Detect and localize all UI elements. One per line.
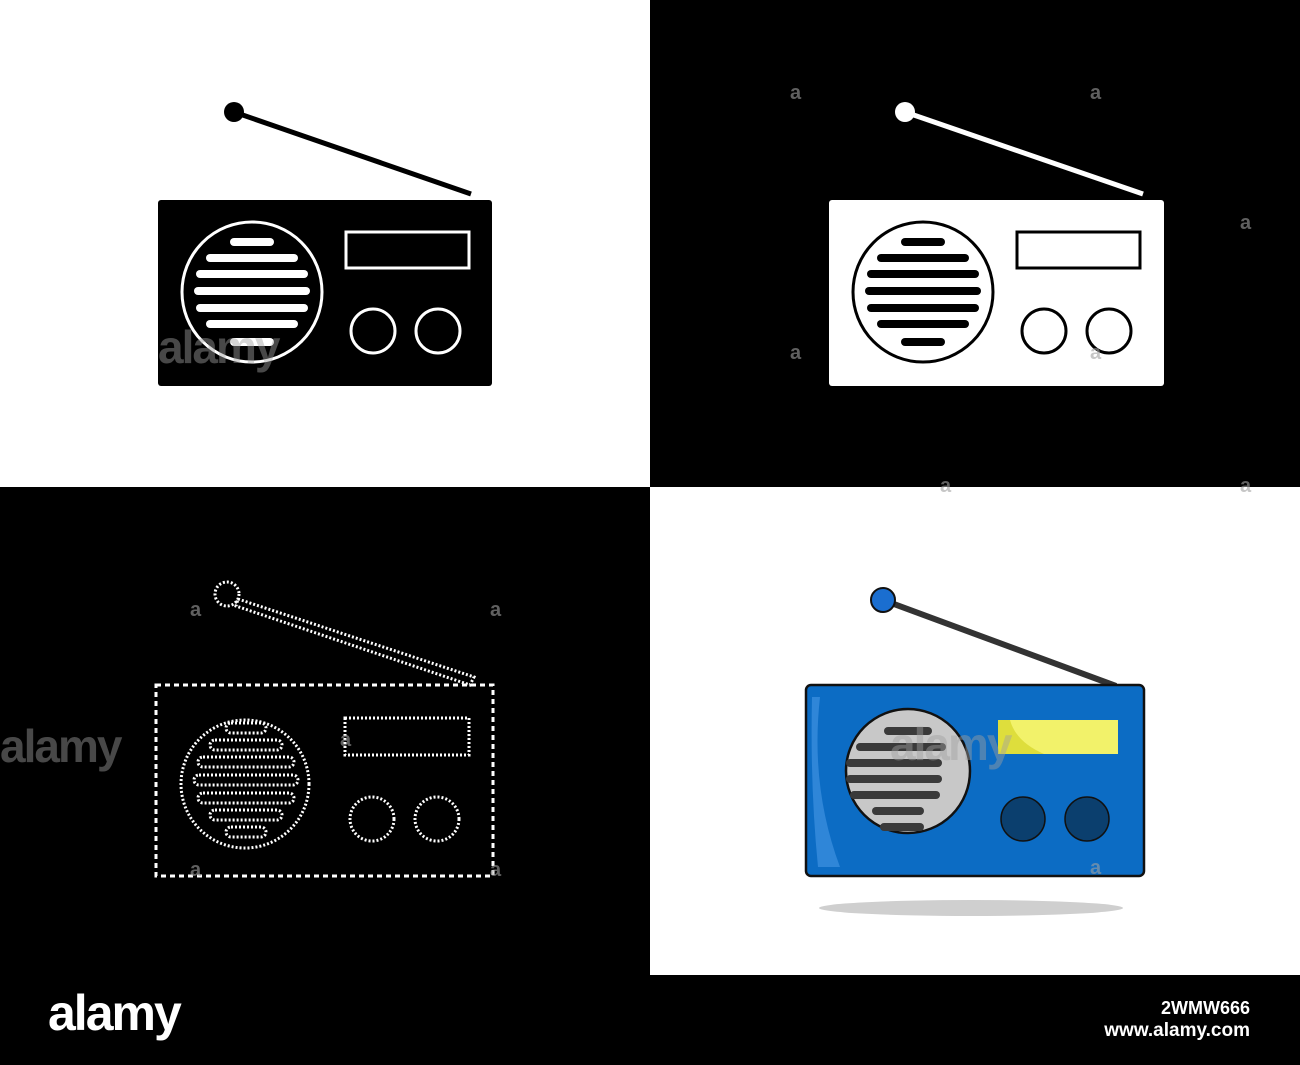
watermark-letter: a bbox=[1090, 857, 1102, 879]
radio-icon bbox=[829, 102, 1164, 386]
watermark-letter: a bbox=[190, 859, 202, 881]
antenna-tip bbox=[213, 580, 241, 608]
knob-left bbox=[1000, 796, 1046, 842]
watermark-letter: a bbox=[790, 342, 802, 364]
speaker-ring bbox=[179, 718, 311, 850]
radio-icon bbox=[158, 102, 492, 386]
watermark-letter: a bbox=[1240, 475, 1252, 497]
speaker-grille bbox=[194, 238, 310, 346]
watermark-letter: a bbox=[1090, 342, 1102, 364]
footer-bar bbox=[0, 975, 1300, 1065]
watermark-letter: a bbox=[490, 599, 502, 621]
display-window bbox=[343, 716, 471, 757]
speaker bbox=[844, 707, 972, 835]
speaker-ring bbox=[180, 220, 324, 364]
watermark-word: alamy bbox=[0, 720, 122, 772]
antenna bbox=[234, 597, 477, 687]
image-id: 2WMW666 bbox=[1160, 998, 1250, 1018]
speaker-grille bbox=[192, 721, 300, 839]
watermark-letter: a bbox=[340, 729, 352, 751]
antenna-tip bbox=[224, 102, 244, 122]
antenna bbox=[233, 109, 472, 197]
display-window bbox=[344, 230, 471, 270]
radio-icon bbox=[804, 587, 1146, 916]
speaker-grille bbox=[865, 238, 981, 346]
watermark-word: alamy bbox=[158, 321, 280, 373]
knob-left bbox=[348, 795, 396, 843]
panel-black-radio: alamy bbox=[0, 0, 650, 487]
watermark-letter: a bbox=[490, 859, 502, 881]
antenna bbox=[904, 109, 1144, 197]
knob-left bbox=[1020, 307, 1068, 355]
watermark-letter: a bbox=[190, 599, 202, 621]
knob-right bbox=[413, 795, 461, 843]
radio-body bbox=[154, 683, 495, 878]
panel-color-radio: alamy a a a bbox=[650, 475, 1300, 975]
display-window bbox=[1015, 230, 1142, 270]
antenna bbox=[881, 597, 1118, 689]
antenna-tip bbox=[870, 587, 896, 613]
watermark-word: alamy bbox=[890, 718, 1012, 770]
display-highlight bbox=[998, 720, 1044, 754]
watermark-letter: a bbox=[940, 475, 952, 497]
antenna-tip bbox=[895, 102, 915, 122]
watermark-letter: a bbox=[1240, 212, 1252, 234]
watermark-letter: a bbox=[790, 82, 802, 104]
knob-right bbox=[1085, 307, 1133, 355]
speaker-grille bbox=[846, 727, 946, 831]
radio-shadow bbox=[819, 900, 1123, 916]
radio-icon bbox=[154, 580, 495, 878]
alamy-logo: alamy bbox=[48, 985, 182, 1041]
knob-right bbox=[1064, 796, 1110, 842]
site-url: www.alamy.com bbox=[1104, 1020, 1250, 1041]
panel-dotted-radio: alamy a a a a a bbox=[0, 487, 650, 974]
knob-left bbox=[349, 307, 397, 355]
watermark-letter: a bbox=[1090, 82, 1102, 104]
knob-right bbox=[414, 307, 462, 355]
panel-white-radio: a a a a a bbox=[650, 0, 1300, 487]
body-highlight bbox=[811, 697, 840, 867]
speaker-ring bbox=[851, 220, 995, 364]
